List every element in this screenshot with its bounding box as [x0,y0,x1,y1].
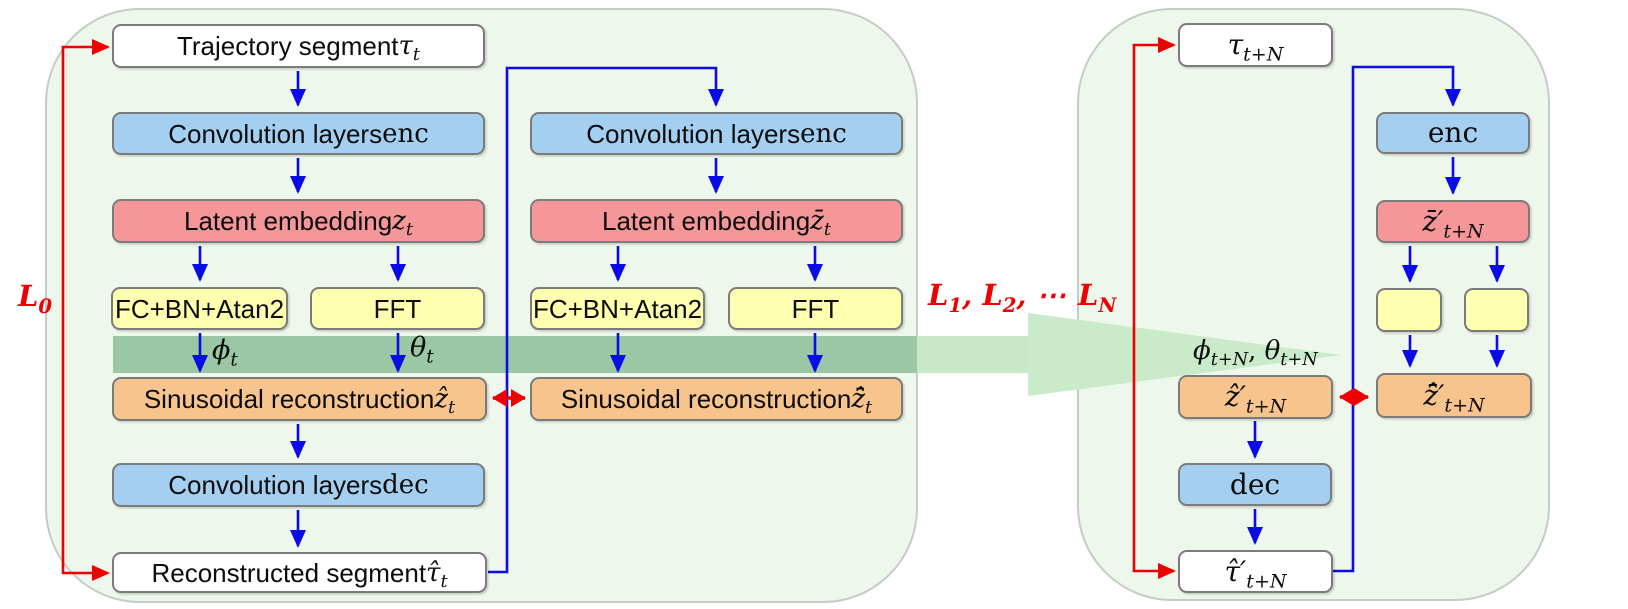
box-fft-1: FFT [310,287,485,330]
label-phi-theta-t-plus-n: ϕt+N, θt+N [1193,336,1318,371]
box-trajectory-segment: Trajectory segment τt [112,24,485,68]
box-reconstructed-segment: Reconstructed segment τ̂t [112,552,487,593]
box-fc-bn-atan2-2: FC+BN+Atan2 [530,287,705,330]
label-loss-L1-L2: L1, L2, ⋯ [928,278,1066,317]
label-loss-LN: LN [1078,278,1117,317]
box-sinusoidal-recon-2: Sinusoidal reconstruction z̄̂t [530,377,903,421]
box-fft-2: FFT [728,287,903,330]
label-theta-t: θt [410,332,434,368]
loss-loop-L0 [61,39,110,581]
box-yellow-unlabeled-1 [1376,288,1442,332]
box-zbarhat-prime: z̄̂′t+N [1376,373,1532,418]
green-band-left-panel [113,336,917,373]
box-dec: dec [1178,463,1332,506]
box-latent-embedding-1: Latent embedding zt [112,199,485,243]
box-conv-enc-2: Convolution layers enc [530,112,903,155]
loss-loop-LN [1132,37,1176,579]
feedback-recon-to-enc2 [488,66,724,574]
box-fc-bn-atan2-1: FC+BN+Atan2 [111,287,288,330]
box-latent-embedding-2: Latent embedding z̄t [530,199,903,243]
feedback-tauhat-to-enc [1333,65,1461,573]
box-conv-enc-1: Convolution layers enc [112,112,485,155]
label-loss-L0: L0 [18,279,53,318]
box-zbar-prime: z̄′t+N [1376,200,1530,243]
box-enc: enc [1376,112,1530,154]
box-tau-t-plus-n: τt+N [1178,23,1333,67]
box-yellow-unlabeled-2 [1464,288,1529,332]
box-zhat-prime: ẑ′t+N [1178,375,1333,419]
label-phi-t: ϕt [212,335,238,371]
green-arrowhead [1028,313,1341,396]
box-tauhat-prime: τ̂′t+N [1178,550,1333,593]
box-conv-dec: Convolution layers dec [112,463,485,507]
box-sinusoidal-recon-1: Sinusoidal reconstruction ẑt [112,377,487,421]
green-band-gap [917,336,1029,373]
